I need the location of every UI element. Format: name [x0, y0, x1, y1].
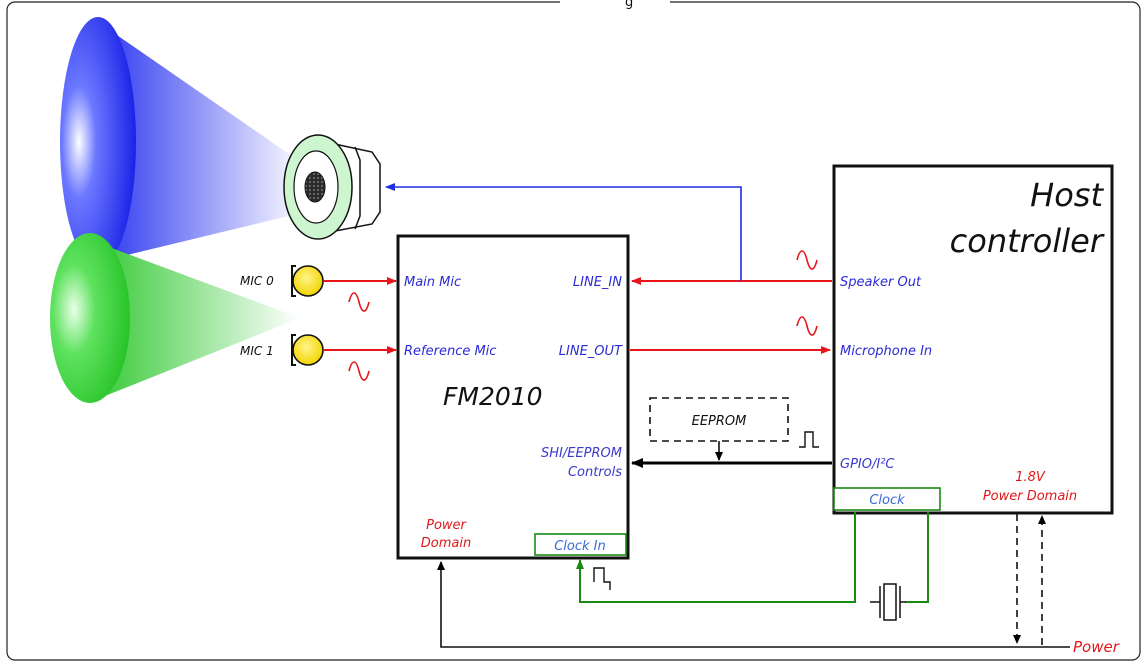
- line-in-pin: LINE_IN: [573, 275, 622, 290]
- microphone-pickup-beam: [50, 233, 300, 403]
- host-controller-block: Host controller Speaker Out Microphone I…: [832, 164, 1114, 515]
- host-title-line1: Host: [1030, 176, 1104, 214]
- mic-0-label: MIC 0: [240, 274, 274, 288]
- fm2010-title: FM2010: [443, 382, 543, 411]
- square-wave-icon: [593, 567, 611, 590]
- sine-wave-icon: [796, 250, 818, 270]
- line-out-pin: LINE_OUT: [559, 344, 623, 359]
- main-mic-pin: Main Mic: [404, 275, 461, 290]
- speaker-feed-line: [385, 183, 742, 281]
- host-power-domain-line2: Power Domain: [983, 489, 1077, 504]
- eeprom-label: EEPROM: [692, 414, 747, 429]
- sine-wave-icon: [796, 316, 818, 336]
- clock-line-left: [576, 512, 856, 603]
- clock-line-right: [905, 512, 929, 603]
- eeprom-block: EEPROM: [649, 397, 789, 461]
- speaker-sound-beam: [60, 17, 305, 267]
- sine-wave-icon: [348, 361, 370, 381]
- sine-wave-icon: [348, 292, 370, 312]
- host-clock-pin-box: [833, 487, 941, 511]
- reference-mic-pin: Reference Mic: [404, 344, 496, 359]
- fm2010-block: FM2010 Main Mic Reference Mic LINE_IN LI…: [396, 234, 630, 560]
- crystal-oscillator-icon: [870, 583, 906, 621]
- power-label: Power: [1073, 638, 1120, 656]
- speaker-out-pin: Speaker Out: [840, 275, 922, 290]
- mic-1-label: MIC 1: [240, 344, 274, 358]
- speaker-icon: [283, 134, 381, 240]
- shi-eeprom-pin: SHI/EEPROM: [541, 446, 622, 461]
- clock-in-pin-box: [534, 533, 627, 556]
- host-title-line2: controller: [950, 222, 1105, 260]
- power-line: [437, 561, 1070, 648]
- microphone-in-pin: Microphone In: [840, 344, 932, 359]
- fm2010-power-domain-line1: Power: [426, 518, 467, 533]
- mic-1: MIC 1: [240, 334, 324, 366]
- host-clock-pin: Clock: [869, 493, 905, 508]
- shi-controls-pin: Controls: [568, 465, 622, 480]
- clock-in-pin: Clock In: [554, 539, 606, 554]
- microphone-icon: [291, 334, 324, 366]
- title-gap: [560, 0, 670, 6]
- fm2010-power-domain-line2: Domain: [421, 536, 471, 551]
- figure-title-fragment: g: [625, 0, 633, 10]
- host-power-domain-line1: 1.8V: [1015, 470, 1046, 485]
- microphone-icon: [291, 265, 324, 297]
- square-wave-icon: [799, 431, 819, 448]
- gpio-i2c-pin: GPIO/I²C: [840, 457, 895, 472]
- mic-0: MIC 0: [240, 265, 324, 297]
